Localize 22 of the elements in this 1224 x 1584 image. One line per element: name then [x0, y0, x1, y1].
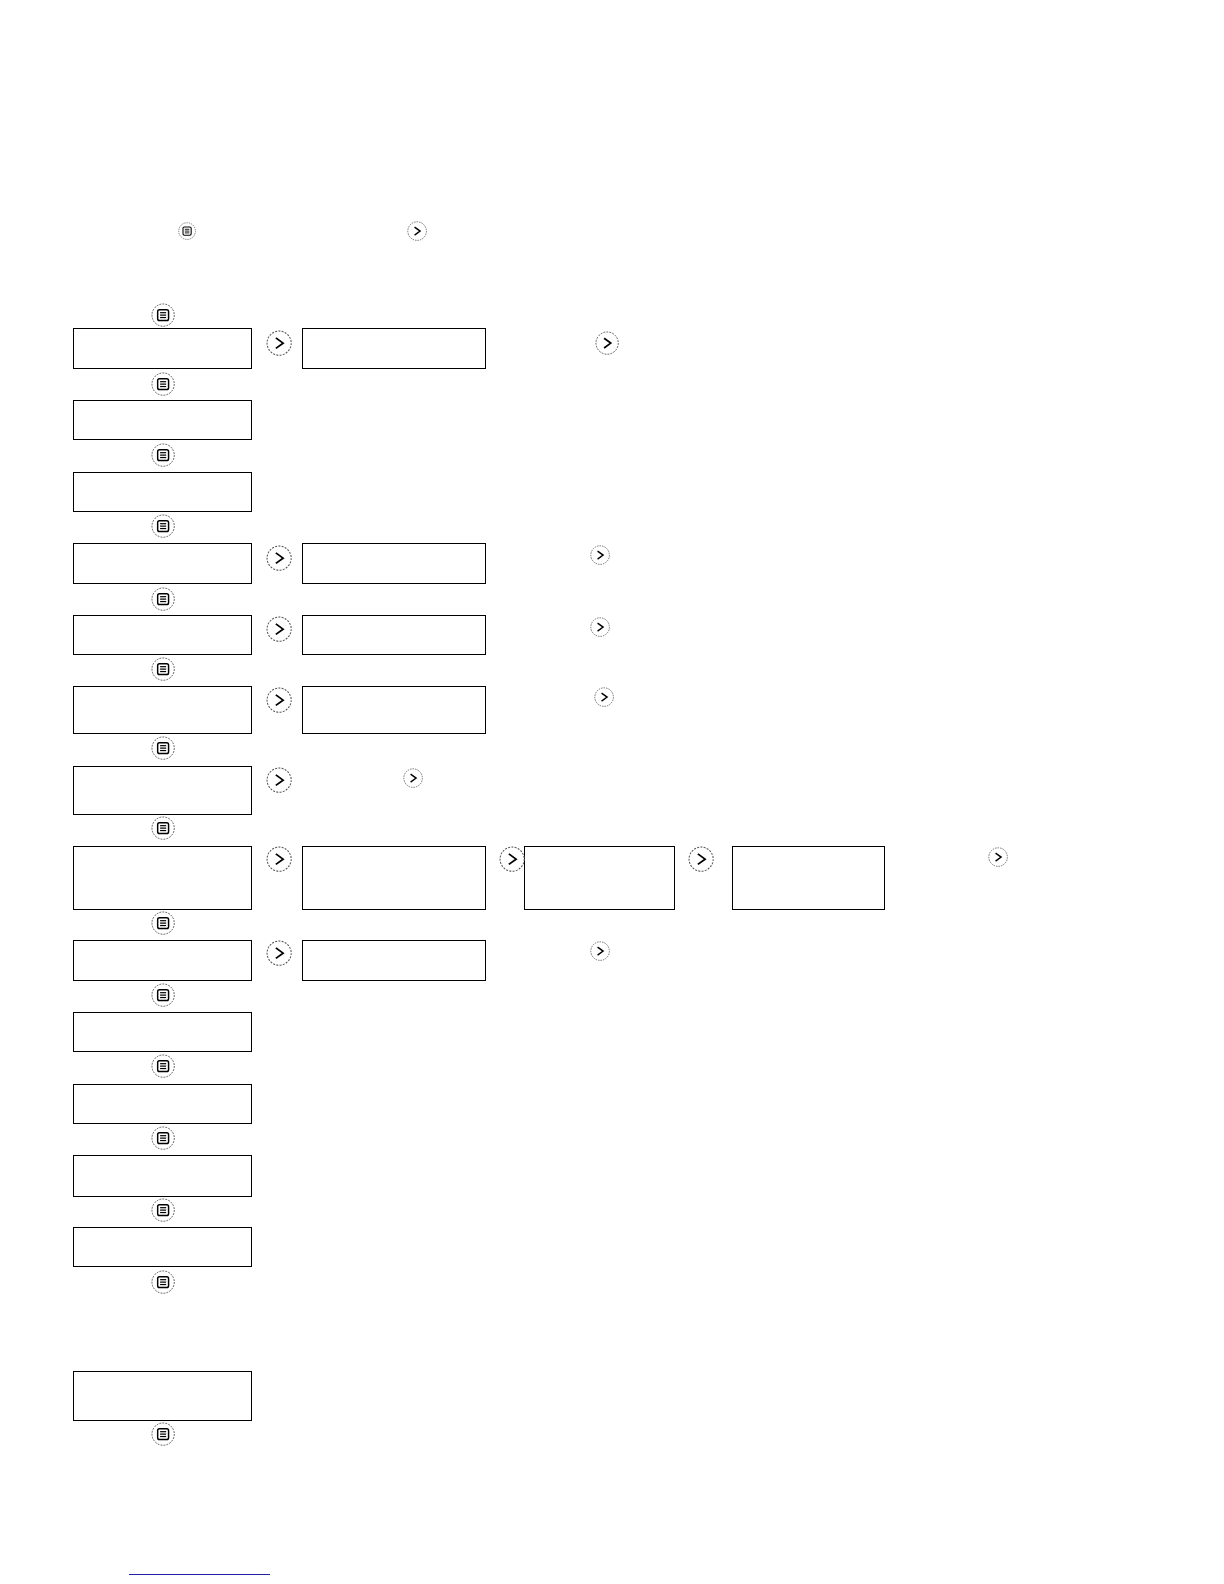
- display-box: [72, 328, 253, 369]
- display-box: [72, 1155, 253, 1197]
- display-box: [72, 399, 253, 441]
- display-box: [72, 543, 253, 584]
- display-box: [72, 846, 253, 910]
- display-box: [732, 846, 885, 910]
- display-box: [72, 615, 253, 656]
- display-box: [301, 543, 486, 584]
- display-box: [72, 1371, 253, 1421]
- display-box: [72, 940, 253, 981]
- display-box: [72, 471, 253, 512]
- display-box: [301, 846, 486, 910]
- display-box: [301, 615, 486, 656]
- display-box: [72, 1227, 253, 1268]
- display-box: [524, 846, 675, 910]
- display-box: [301, 940, 486, 981]
- display-box: [301, 328, 486, 369]
- display-box: [72, 685, 253, 735]
- display-box: [72, 1011, 253, 1053]
- display-box: [72, 765, 253, 815]
- display-box: [301, 685, 486, 735]
- display-box: [72, 1083, 253, 1124]
